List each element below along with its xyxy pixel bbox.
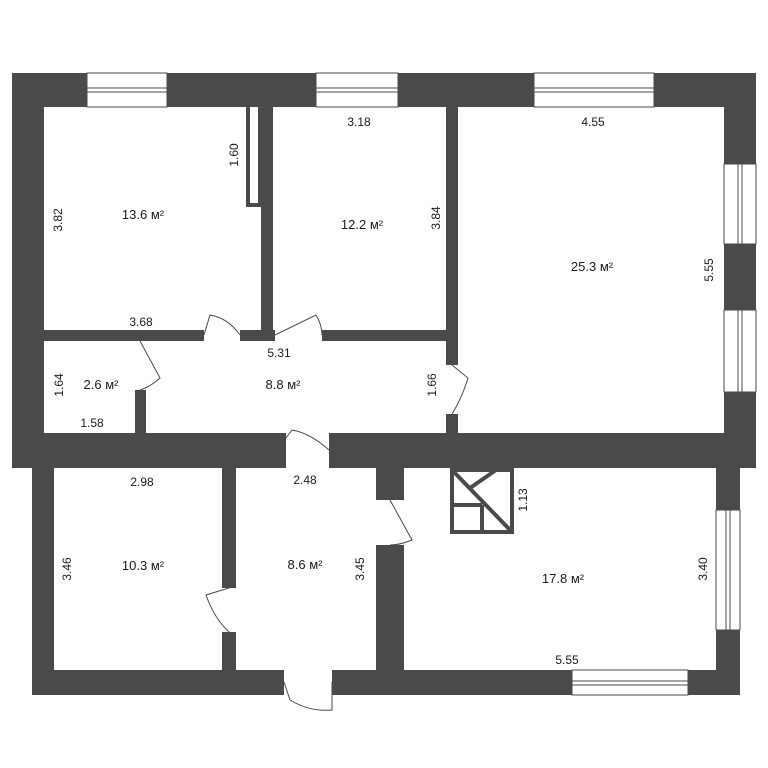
window-right-1 [723, 163, 757, 245]
opening-hall-right [275, 330, 322, 341]
window-right-3 [715, 509, 741, 631]
dim-bedroom-middle-width: 3.18 [347, 115, 371, 129]
dim-bathroom-width: 2.98 [130, 475, 154, 489]
room-hall-area: 8.8 м² [266, 377, 302, 392]
wall-lower-divider-2 [376, 545, 404, 695]
dim-storage-width: 1.58 [80, 416, 104, 430]
dim-bedroom-left-width: 3.68 [129, 315, 153, 329]
window-top-1 [86, 72, 168, 108]
door-front-swing [283, 681, 333, 711]
stair-symbol [450, 468, 514, 534]
wall-entry-top-left [236, 433, 286, 468]
dim-entry-width: 2.48 [293, 473, 317, 487]
dim-living-width: 4.55 [581, 115, 605, 129]
wall-closet-inner [250, 107, 258, 203]
window-top-2 [315, 72, 399, 108]
wall-middle-horizontal [12, 433, 756, 468]
room-storage-area: 2.6 м² [84, 377, 120, 392]
window-top-3 [533, 72, 655, 108]
area-labels: 13.6 м² 12.2 м² 25.3 м² 2.6 м² 8.8 м² 10… [84, 207, 614, 586]
dim-kitchen-width: 5.55 [555, 653, 579, 667]
dim-bedroom-left-height: 3.82 [51, 208, 65, 232]
dim-kitchen-height: 3.40 [696, 557, 710, 581]
room-kitchen-area: 17.8 м² [542, 571, 585, 586]
window-bottom [571, 669, 689, 696]
wall-hall-top-right [322, 330, 446, 341]
wall-left-upper [12, 73, 44, 468]
room-bedroom-middle-area: 12.2 м² [341, 217, 384, 232]
wall-hall-top-left [44, 330, 204, 341]
doors [139, 314, 469, 711]
walls [12, 73, 756, 695]
dim-bathroom-height: 3.46 [60, 557, 74, 581]
wall-left-lower [32, 433, 54, 695]
room-living-area: 25.3 м² [571, 259, 614, 274]
windows [86, 72, 757, 696]
wall-upper-divider-1 [261, 107, 273, 333]
door-hall-left-swing [203, 314, 241, 336]
dim-storage-height: 1.64 [52, 373, 66, 397]
door-living-swing [451, 364, 469, 415]
dim-hall-height: 1.66 [425, 373, 439, 397]
opening-hall-left [204, 330, 240, 341]
door-hall-right-swing [274, 314, 323, 336]
wall-upper-divider-2 [446, 107, 458, 433]
window-right-2 [723, 309, 757, 393]
room-bedroom-left-area: 13.6 м² [122, 207, 165, 222]
door-entry-hall-swing [285, 429, 330, 451]
wall-storage-right [135, 390, 146, 433]
door-storage-swing [139, 340, 161, 391]
dimension-labels: 3.18 4.55 1.60 3.82 3.84 5.55 3.68 5.31 … [51, 115, 716, 667]
door-bath-swing [205, 587, 230, 633]
dim-hall-width: 5.31 [267, 346, 291, 360]
room-bathroom-area: 10.3 м² [122, 558, 165, 573]
wall-lower-divider-1 [222, 468, 236, 588]
dim-closet-height: 1.60 [227, 143, 241, 167]
wall-right-upper [724, 73, 756, 468]
wall-lower-divider-1b [222, 632, 236, 695]
dim-bedroom-middle-height: 3.84 [429, 206, 443, 230]
door-kitchen-swing [389, 499, 413, 546]
dim-stair-height: 1.13 [516, 488, 530, 512]
dim-entry-height: 3.45 [353, 557, 367, 581]
wall-hall-top-mid [240, 330, 275, 341]
wall-living-door-jamb [446, 414, 458, 433]
wall-lower-stub [376, 468, 404, 500]
dim-living-height: 5.55 [702, 258, 716, 282]
room-entry-area: 8.6 м² [288, 557, 324, 572]
